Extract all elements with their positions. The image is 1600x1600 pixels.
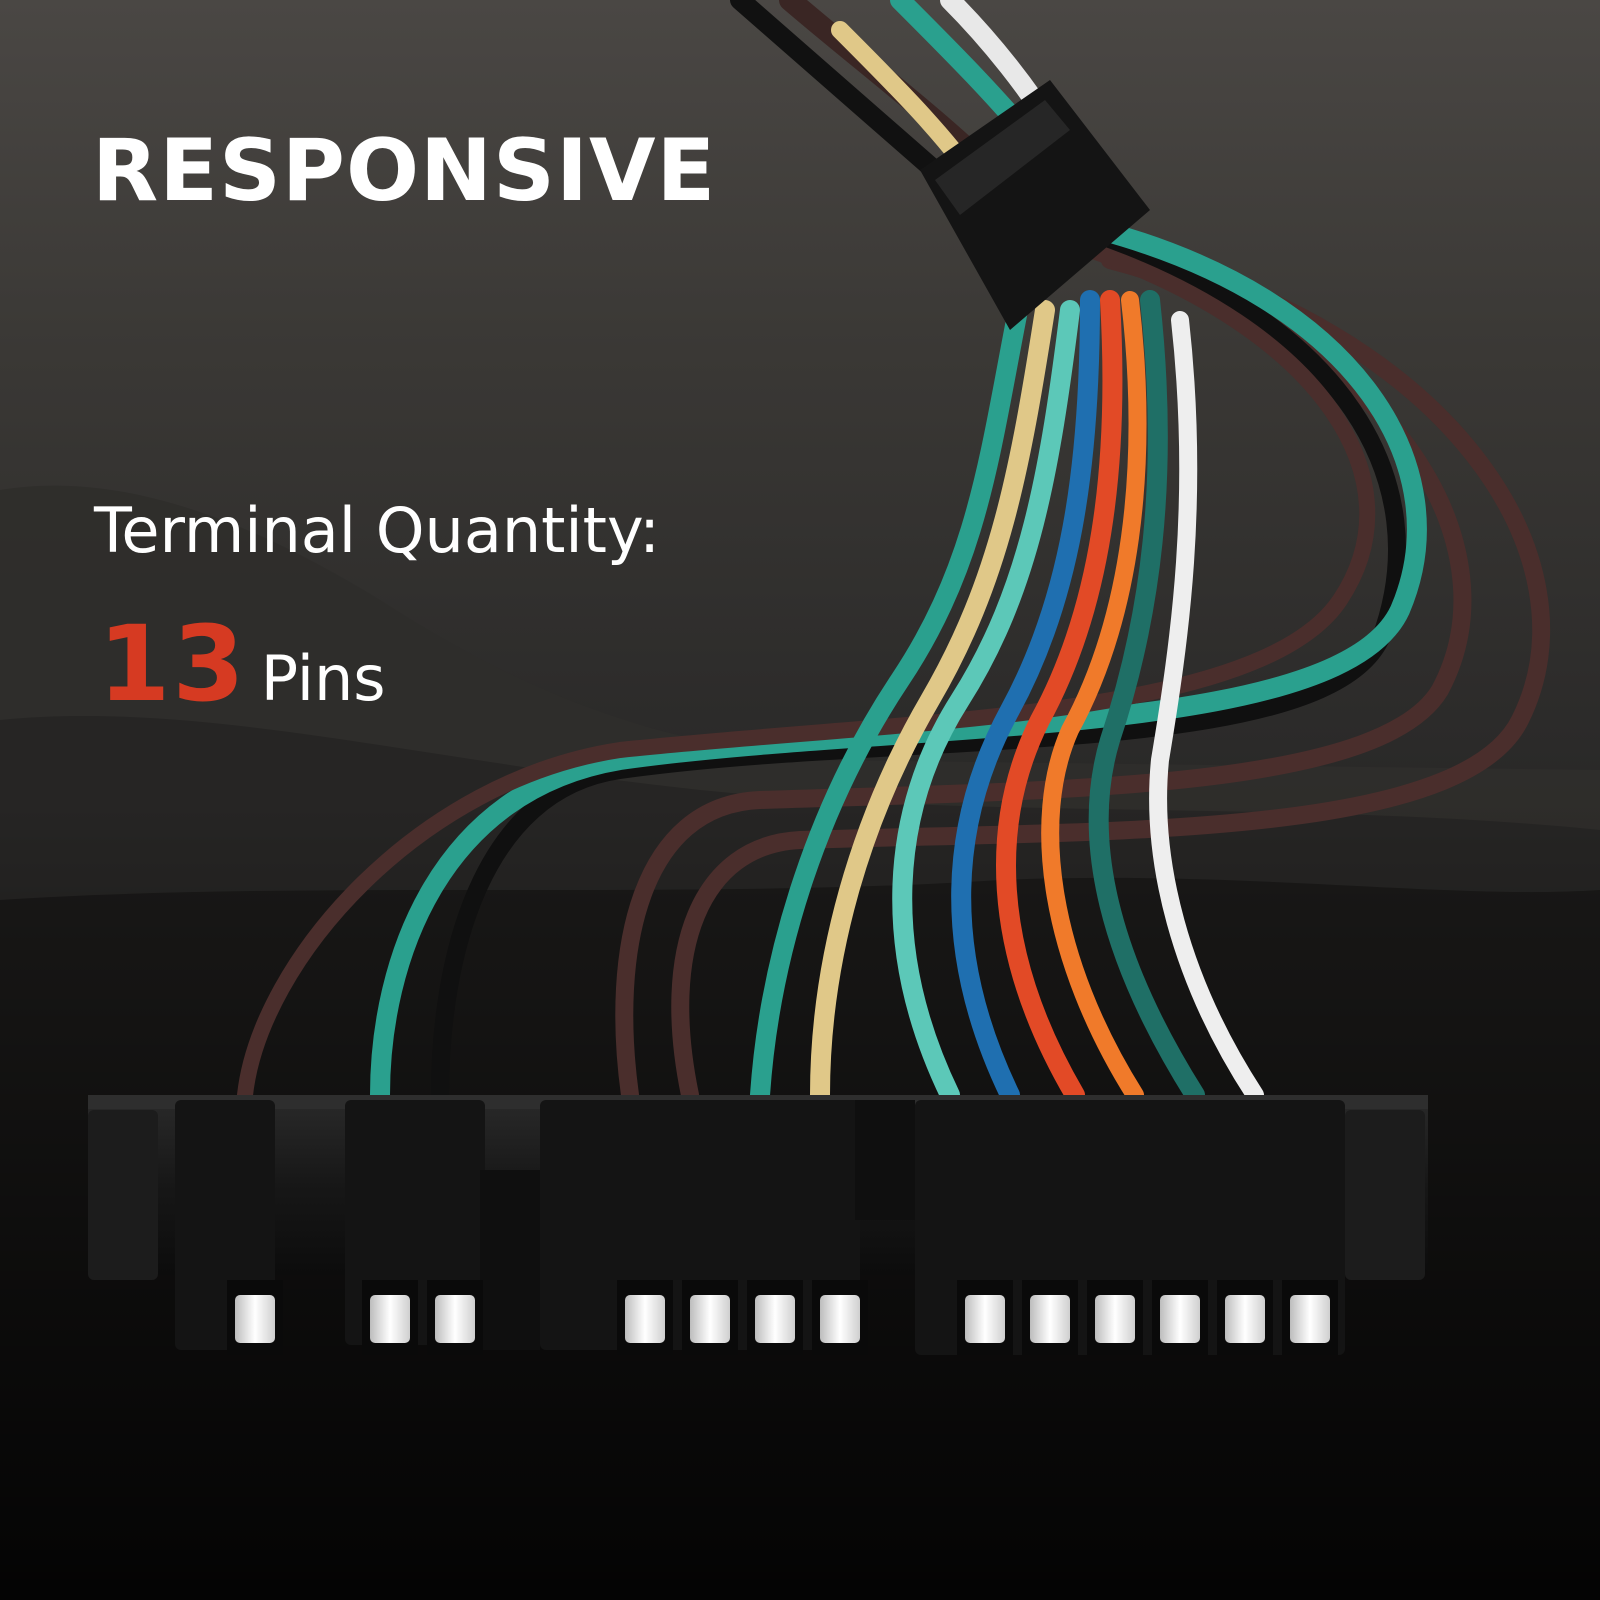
metal-pin-contact: [965, 1295, 1005, 1343]
metal-pin-contact: [235, 1295, 275, 1343]
tape-sleeve: [920, 80, 1150, 330]
wire-loop-black: [431, 231, 1406, 1104]
metal-pin-contact: [1095, 1295, 1135, 1343]
pin-count-unit: Pins: [260, 642, 386, 715]
metal-pin-contact: [1290, 1295, 1330, 1343]
metal-pin-contact: [1160, 1295, 1200, 1343]
wire-red: [996, 290, 1123, 1105]
metal-pin-contact: [1225, 1295, 1265, 1343]
wire-yellow: [810, 300, 1055, 1105]
spec-label: Terminal Quantity:: [94, 494, 661, 567]
wire-teal-center: [750, 290, 1030, 1105]
metal-pin-contact: [820, 1295, 860, 1343]
metal-pin-contact: [625, 1295, 665, 1343]
wire-loop-brown-outer: [671, 241, 1551, 1104]
connector-pins: [227, 1280, 1338, 1355]
metal-pin-contact: [755, 1295, 795, 1343]
headline: RESPONSIVE: [92, 121, 717, 221]
metal-pin-contact: [370, 1295, 410, 1343]
wire-orange: [1041, 291, 1147, 1104]
metal-pin-contact: [690, 1295, 730, 1343]
wire-white: [1149, 311, 1264, 1104]
metal-pin-contact: [435, 1295, 475, 1343]
metal-pin-contact: [1030, 1295, 1070, 1343]
wire-light-teal: [892, 300, 1080, 1105]
pin-count-value: 13: [98, 603, 247, 725]
wire-blue: [951, 290, 1100, 1105]
wire-dark-teal: [1088, 290, 1205, 1105]
